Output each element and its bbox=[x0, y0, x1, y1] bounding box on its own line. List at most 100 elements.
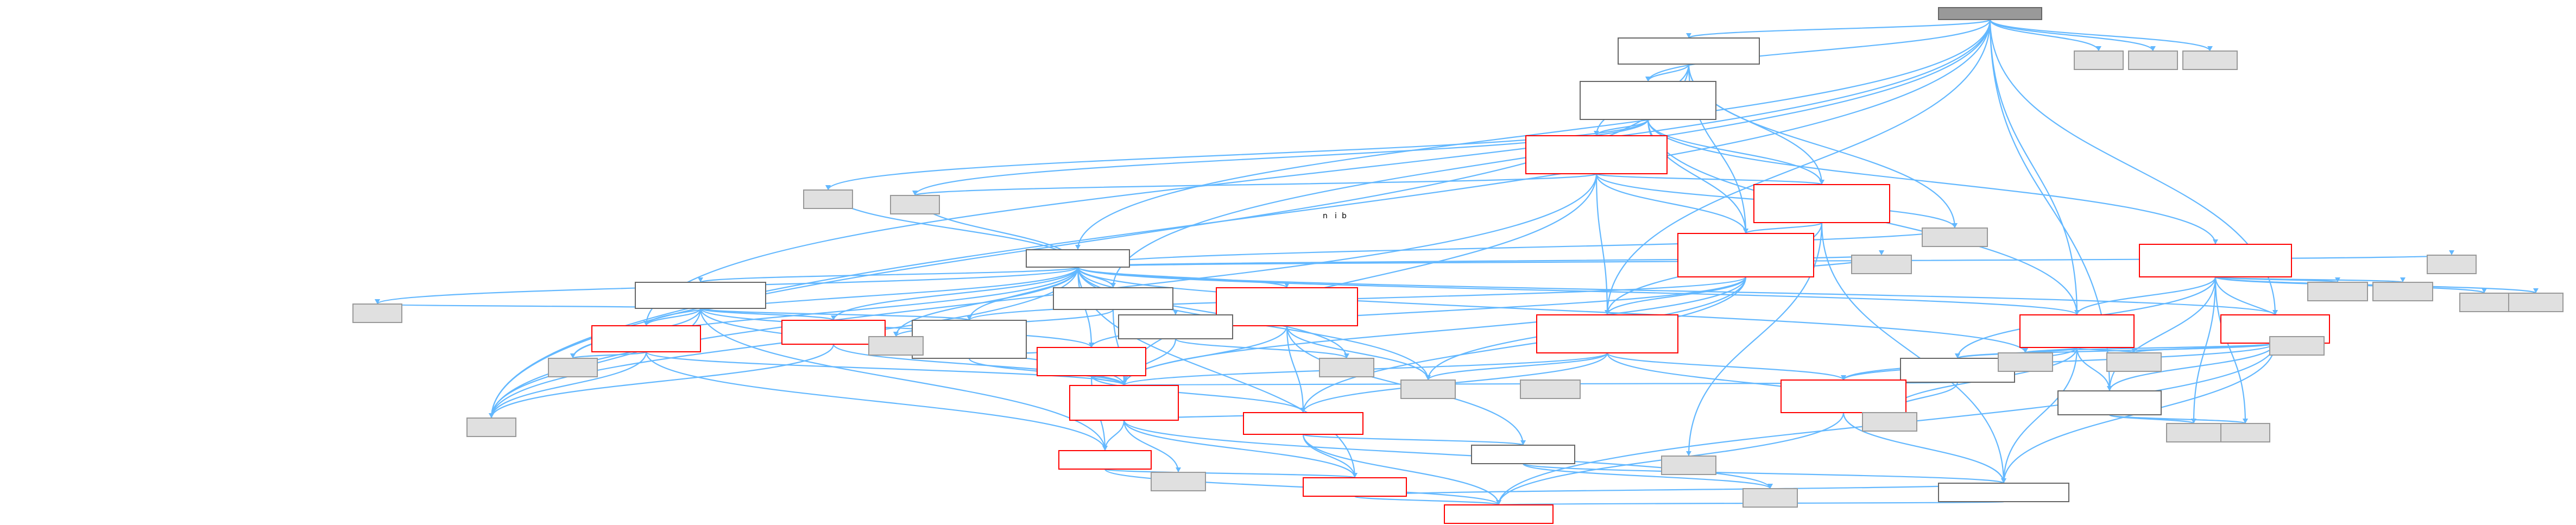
node-n08[interactable] bbox=[635, 282, 766, 309]
node-root[interactable] bbox=[1938, 7, 2042, 20]
node-g13[interactable] bbox=[868, 336, 924, 356]
node-n21[interactable] bbox=[1781, 379, 1906, 413]
node-g12[interactable] bbox=[548, 358, 598, 377]
edge-arrowhead-root-g03 bbox=[2207, 46, 2213, 51]
edge-arrowhead-n08-n16 bbox=[967, 315, 972, 320]
node-g03[interactable] bbox=[2182, 50, 2238, 70]
node-n04[interactable] bbox=[1753, 184, 1890, 223]
edge-arrowhead-n16-g13 bbox=[893, 332, 899, 337]
edge-arrowhead-n07-n18 bbox=[2074, 310, 2080, 315]
node-g20[interactable] bbox=[2220, 423, 2270, 442]
node-g08[interactable] bbox=[2427, 255, 2477, 274]
node-g11[interactable] bbox=[352, 303, 402, 323]
node-n28[interactable] bbox=[1444, 504, 1554, 524]
node-n07[interactable] bbox=[2139, 244, 2292, 277]
node-n24[interactable] bbox=[1243, 412, 1363, 435]
edge-n05-g16 bbox=[1077, 267, 1348, 359]
node-g22[interactable] bbox=[2307, 282, 2368, 301]
edge-n10-n24 bbox=[1286, 325, 1304, 413]
edge-root-g02 bbox=[1989, 19, 2154, 52]
edge-n15-g14 bbox=[490, 344, 835, 419]
edge-n01-g14 bbox=[490, 64, 1690, 419]
edge-root-n14 bbox=[645, 19, 1991, 326]
edge-n07-n18 bbox=[2076, 276, 2217, 315]
node-n12[interactable] bbox=[1536, 314, 1678, 353]
edge-root-n18 bbox=[1989, 19, 2078, 315]
edge-n05-n08 bbox=[699, 266, 1079, 283]
node-n23[interactable] bbox=[2057, 390, 2162, 415]
node-g04[interactable] bbox=[803, 189, 853, 209]
edge-n08-n15 bbox=[699, 307, 835, 321]
edge-arrowhead-n22-n26 bbox=[1102, 446, 1108, 451]
edge-n19-n21 bbox=[1842, 343, 2276, 381]
node-n01[interactable] bbox=[1618, 37, 1760, 65]
node-n15[interactable] bbox=[781, 320, 886, 345]
edge-arrowhead-n19-n23 bbox=[2107, 386, 2112, 391]
edge-root-n01 bbox=[1688, 18, 1991, 39]
node-g05[interactable] bbox=[890, 195, 940, 214]
edge-arrowhead-n11-g16 bbox=[1344, 353, 1349, 358]
edge-n22-g26 bbox=[1123, 420, 1179, 473]
node-n06[interactable] bbox=[1677, 233, 1814, 277]
node-g01[interactable] bbox=[2074, 50, 2124, 70]
edge-arrowhead-n08-g11 bbox=[375, 299, 380, 304]
node-g24[interactable] bbox=[1742, 488, 1798, 508]
edge-root-g03 bbox=[1989, 19, 2211, 52]
edge-n19-n23 bbox=[2108, 343, 2276, 391]
node-g26[interactable] bbox=[1151, 472, 1206, 491]
node-n10[interactable] bbox=[1216, 287, 1358, 326]
edge-n29-n28 bbox=[1354, 495, 1500, 506]
node-g25[interactable] bbox=[1661, 456, 1716, 475]
node-n18[interactable] bbox=[2019, 314, 2135, 348]
node-g07[interactable] bbox=[1851, 255, 1912, 274]
fragment-label-1: n bbox=[1323, 212, 1328, 220]
node-g02[interactable] bbox=[2128, 50, 2178, 70]
node-n26[interactable] bbox=[1058, 450, 1152, 470]
edge-n04-n06 bbox=[1745, 222, 1823, 235]
fragment-label-3: b bbox=[1342, 212, 1347, 220]
node-n16[interactable] bbox=[912, 320, 1027, 359]
node-n03[interactable] bbox=[1525, 135, 1668, 174]
edge-n24-n29 bbox=[1302, 434, 1356, 478]
edge-n02-n04 bbox=[1647, 119, 1823, 185]
edge-n03-n22 bbox=[1123, 173, 1598, 386]
edge-n06-n24 bbox=[1302, 276, 1747, 413]
node-g10[interactable] bbox=[2508, 293, 2564, 312]
node-n11[interactable] bbox=[1118, 314, 1233, 339]
node-g21[interactable] bbox=[2269, 336, 2325, 356]
node-g06[interactable] bbox=[1922, 227, 1988, 247]
node-g15[interactable] bbox=[1400, 379, 1456, 399]
edge-n22-g24 bbox=[1123, 420, 1771, 489]
node-n27[interactable] bbox=[1938, 483, 2069, 502]
node-n14[interactable] bbox=[591, 325, 701, 352]
node-g17[interactable] bbox=[1998, 352, 2053, 372]
edge-n23-g28 bbox=[2108, 414, 2195, 425]
node-g16[interactable] bbox=[1319, 358, 1374, 377]
node-g28[interactable] bbox=[2166, 423, 2221, 442]
edge-n02-g05 bbox=[914, 119, 1649, 196]
node-g27[interactable] bbox=[1520, 379, 1581, 399]
node-n05[interactable] bbox=[1026, 249, 1130, 268]
node-g23[interactable] bbox=[2372, 282, 2433, 301]
node-g18[interactable] bbox=[2106, 352, 2162, 372]
edge-arrowhead-n06-n12 bbox=[1605, 310, 1610, 315]
edge-n05-n10 bbox=[1077, 266, 1288, 289]
node-n29[interactable] bbox=[1303, 477, 1407, 497]
edge-n04-n27 bbox=[1821, 222, 2005, 484]
edge-arrowhead-n02-n07 bbox=[2213, 239, 2218, 244]
node-g19[interactable] bbox=[1862, 412, 1917, 432]
edge-n03-g05 bbox=[914, 173, 1598, 197]
node-n17[interactable] bbox=[1037, 347, 1146, 376]
edge-arrowhead-n04-n06 bbox=[1743, 229, 1748, 233]
node-g09[interactable] bbox=[2459, 293, 2509, 312]
node-n22[interactable] bbox=[1069, 385, 1179, 421]
node-n09[interactable] bbox=[1053, 287, 1173, 310]
node-n20[interactable] bbox=[1900, 358, 2015, 383]
node-n25[interactable] bbox=[1471, 445, 1575, 464]
edge-arrowhead-root-g02 bbox=[2150, 46, 2156, 51]
edge-n05-n19 bbox=[1077, 267, 2276, 315]
edge-arrowhead-n05-g04 bbox=[825, 185, 831, 190]
edge-n03-n12 bbox=[1595, 173, 1608, 315]
node-g14[interactable] bbox=[466, 418, 516, 437]
node-n02[interactable] bbox=[1580, 81, 1716, 120]
